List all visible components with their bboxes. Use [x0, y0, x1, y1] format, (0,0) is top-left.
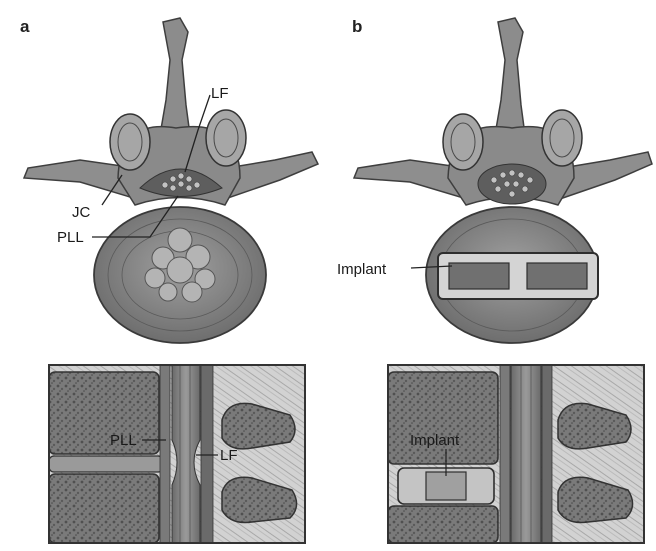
- lower-vertebral-body: [49, 474, 159, 543]
- panel-a-sagittal-view: PLL LF: [49, 365, 305, 543]
- panel-letter-b: b: [352, 17, 362, 37]
- upper-vertebral-body: [49, 372, 159, 454]
- panel-letter-a: a: [20, 17, 29, 37]
- label-pll-axial: PLL: [57, 229, 84, 246]
- label-implant-axial: Implant: [337, 261, 387, 278]
- spinal-cord: [511, 365, 541, 543]
- panel-a-axial-view: LF JC PLL: [24, 18, 318, 343]
- panel-b-axial-view: Implant: [337, 18, 652, 343]
- spinous-process: [495, 18, 525, 135]
- label-pll-sagittal: PLL: [110, 432, 137, 449]
- upper-vertebral-body: [388, 372, 498, 464]
- label-lf-axial: LF: [211, 85, 229, 102]
- left-facet-joint: [110, 114, 150, 170]
- right-facet-joint: [206, 110, 246, 166]
- lower-vertebral-body: [388, 506, 498, 543]
- panel-b-sagittal-view: Implant: [388, 365, 644, 543]
- label-lf-sagittal: LF: [220, 447, 238, 464]
- implant-cage: [438, 253, 598, 299]
- intervertebral-disc: [49, 456, 163, 472]
- left-facet-joint: [443, 114, 483, 170]
- label-implant-sagittal: Implant: [410, 432, 460, 449]
- right-facet-joint: [542, 110, 582, 166]
- spinous-process: [160, 18, 190, 135]
- label-jc: JC: [72, 204, 91, 221]
